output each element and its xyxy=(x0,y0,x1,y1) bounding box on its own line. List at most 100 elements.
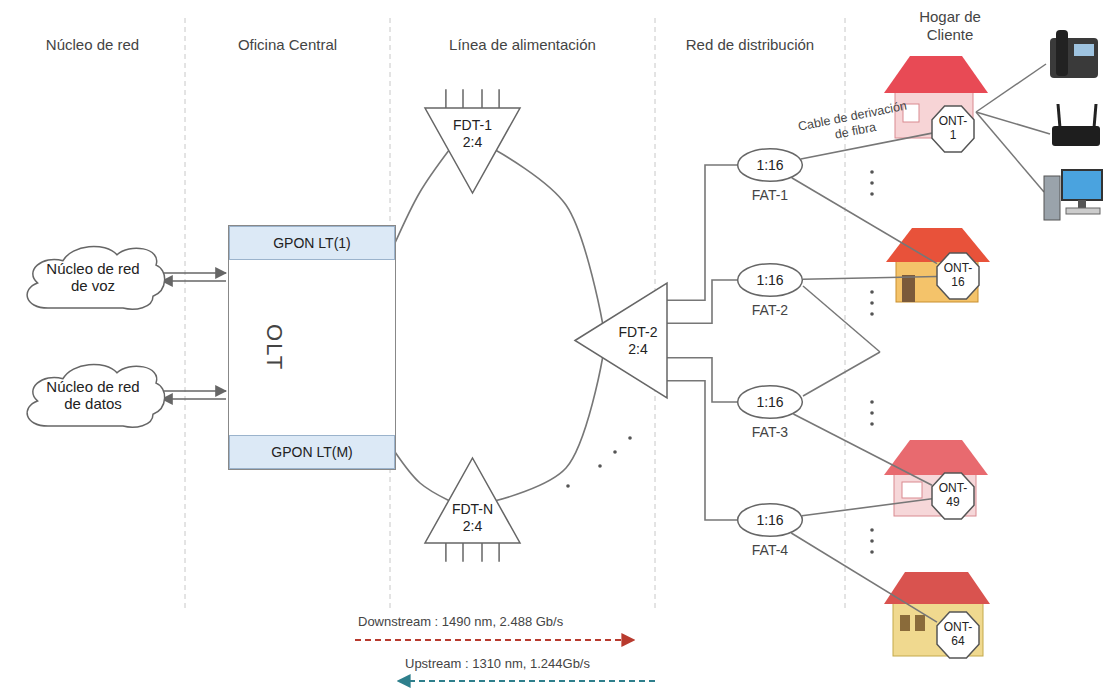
node-outline xyxy=(575,283,667,398)
node-caption: FAT-2 xyxy=(752,302,788,318)
node-caption: FAT-4 xyxy=(752,542,788,558)
ellipsis-dots-part xyxy=(870,411,874,415)
house-icon-part xyxy=(884,56,988,93)
node-label: ONT- 1 xyxy=(938,115,968,143)
column-divider-part xyxy=(845,18,846,612)
fiber-line xyxy=(802,499,932,516)
column-divider-part xyxy=(185,18,186,612)
fiber-line xyxy=(496,358,602,501)
fiber-line xyxy=(792,178,937,264)
splitter-port xyxy=(498,543,500,562)
splitter-port xyxy=(481,543,483,562)
house-icon-part xyxy=(886,228,990,262)
node-label: ONT- 16 xyxy=(943,262,973,290)
fiber-connector xyxy=(793,414,932,485)
node-outline xyxy=(937,612,979,658)
column-heading: Línea de alimentación xyxy=(390,36,655,54)
splitter-ellipse: 1:16FAT-2 xyxy=(737,263,803,297)
ellipsis-dots-part xyxy=(870,312,874,316)
node-label: ONT- 49 xyxy=(938,482,968,510)
ellipsis-dots-part xyxy=(870,550,874,554)
fiber-connector xyxy=(667,280,737,323)
house-icon-part xyxy=(902,275,915,302)
phone-icon-part xyxy=(1056,30,1068,76)
node-outline xyxy=(937,253,979,299)
ellipsis-dots-part xyxy=(598,464,602,468)
ellipsis-dots-part xyxy=(870,192,874,196)
phone-icon xyxy=(1050,30,1098,78)
ellipsis-dots-part xyxy=(870,422,874,426)
device-wire-part xyxy=(976,112,1044,192)
signal-note: Upstream : 1310 nm, 1.244Gb/s xyxy=(405,656,705,672)
node-label: FDT-1 2:4 xyxy=(449,117,497,149)
device-wire-part xyxy=(976,112,1050,134)
house-icon-part xyxy=(900,615,910,631)
fiber-connector xyxy=(801,133,932,159)
node-label: FDT-N 2:4 xyxy=(449,501,497,533)
signal-arrow xyxy=(162,272,226,274)
splitter-port xyxy=(498,89,500,108)
unlabelled-drop-line xyxy=(803,286,880,396)
upstream-arrow xyxy=(398,680,655,682)
computer-icon xyxy=(1044,170,1102,220)
ont-octagon: ONT- 16 xyxy=(937,253,979,299)
splitter-ellipse: 1:16FAT-4 xyxy=(737,503,803,537)
cloud-node: Núcleo de red de datos xyxy=(18,358,168,432)
node-outline xyxy=(425,458,520,543)
fiber-line xyxy=(667,280,737,323)
fiber-connector xyxy=(162,391,226,399)
fiber-line xyxy=(801,133,932,159)
node-outline xyxy=(738,149,803,182)
fiber-line xyxy=(791,533,937,622)
splitter-ellipse: 1:16FAT-1 xyxy=(737,148,803,182)
ellipsis-dots-part xyxy=(870,170,874,174)
fiber-line xyxy=(395,151,449,244)
ellipsis-dots-part xyxy=(870,400,874,404)
computer-icon-part xyxy=(1078,200,1086,208)
node-label: 1:16 xyxy=(756,512,783,528)
column-heading: Oficina Central xyxy=(185,36,390,54)
node-outline xyxy=(738,504,803,537)
splitter-port xyxy=(481,89,483,108)
fiber-connector xyxy=(395,151,449,244)
ellipsis-dots-part xyxy=(870,539,874,543)
olt-box: OLTGPON LT(1)GPON LT(M) xyxy=(228,225,396,470)
node-label: 1:16 xyxy=(756,272,783,288)
node-label: Núcleo de red de datos xyxy=(45,378,141,413)
fiber-line xyxy=(803,276,937,279)
fiber-line xyxy=(395,452,449,501)
column-divider xyxy=(185,18,845,612)
ont-octagon: ONT- 49 xyxy=(932,473,974,519)
node-outline xyxy=(27,246,165,309)
splitter-triangle: FDT-2 2:4 xyxy=(575,283,667,398)
fiber-connector xyxy=(496,151,602,324)
computer-icon-part xyxy=(1044,176,1060,220)
node-label: GPON LT(1) xyxy=(273,235,351,251)
fiber-connector xyxy=(792,178,937,264)
device-wire xyxy=(976,64,1050,192)
node-label: Núcleo de red de voz xyxy=(43,260,143,295)
splitter-port xyxy=(462,89,464,108)
splitter-triangle: FDT-N 2:4 xyxy=(425,458,520,543)
router-icon-part xyxy=(1058,104,1060,128)
ellipsis-dots-part xyxy=(613,450,617,454)
unlabelled-drop-line-part xyxy=(803,352,880,396)
splitter-triangle: FDT-1 2:4 xyxy=(425,108,520,193)
splitter-port xyxy=(445,89,447,108)
computer-icon-part xyxy=(1062,170,1102,200)
ellipsis-dots-part xyxy=(870,181,874,185)
node-label: FDT-2 2:4 xyxy=(614,324,662,356)
signal-arrow xyxy=(162,390,226,392)
house-icon-part xyxy=(915,615,925,631)
ellipsis-dots-part xyxy=(566,484,570,488)
fiber-connector xyxy=(791,533,937,622)
ont-octagon: ONT- 1 xyxy=(932,106,974,152)
splitter-port xyxy=(445,543,447,562)
fiber-connector xyxy=(667,381,737,520)
connector-label: Cable de derivación de fibra xyxy=(792,98,916,151)
node-outline xyxy=(932,473,974,519)
splitter-port xyxy=(462,543,464,562)
signal-arrow xyxy=(162,280,226,282)
